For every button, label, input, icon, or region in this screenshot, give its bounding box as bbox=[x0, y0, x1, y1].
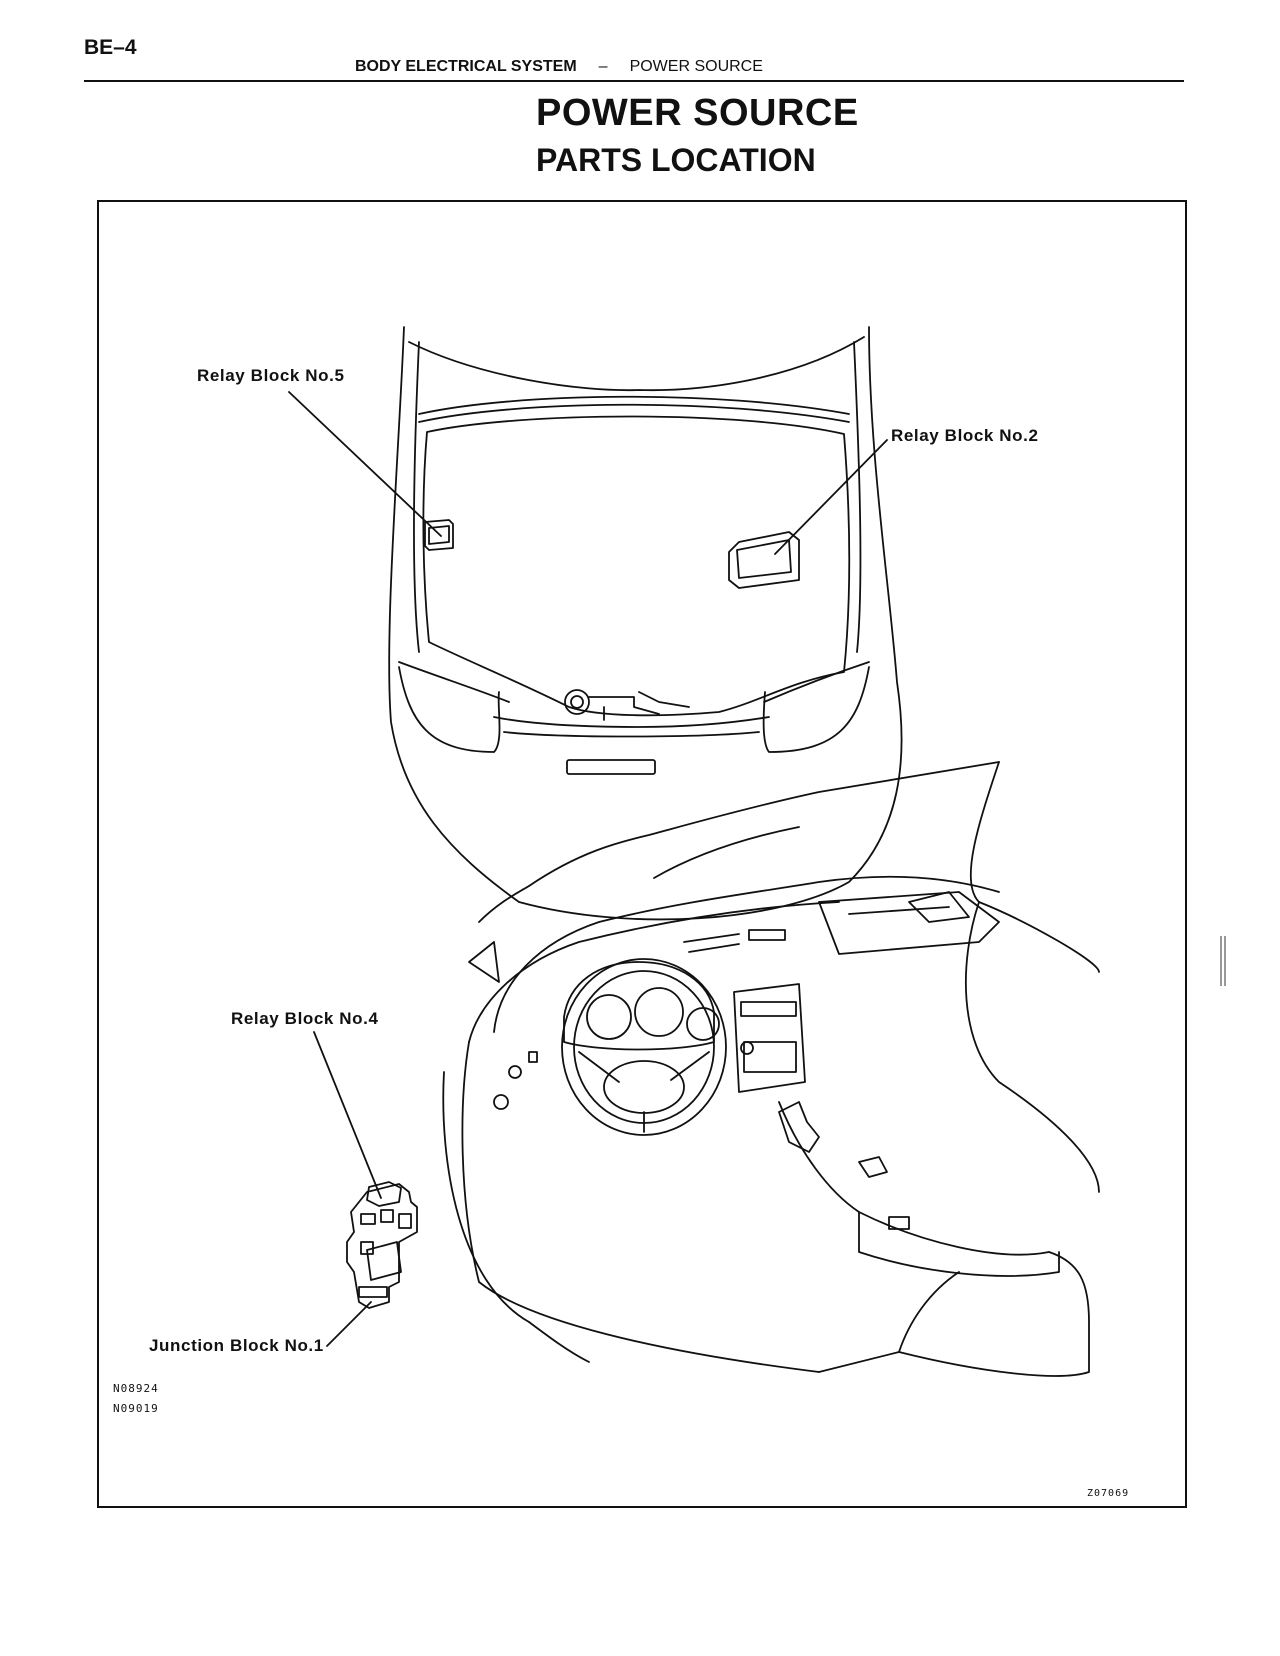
scan-artifact bbox=[1220, 936, 1228, 986]
page-subtitle: PARTS LOCATION bbox=[536, 142, 816, 178]
diagram-frame: Relay Block No.5 Relay Block No.2 Relay … bbox=[97, 200, 1187, 1508]
parts-location-illustration bbox=[288, 326, 1100, 1377]
label-relay-block-4: Relay Block No.4 bbox=[231, 1009, 379, 1028]
header-section: BODY ELECTRICAL SYSTEM bbox=[355, 58, 577, 75]
page-title: POWER SOURCE bbox=[536, 92, 859, 134]
label-relay-block-5: Relay Block No.5 bbox=[197, 366, 345, 385]
figure-code-2: N09019 bbox=[113, 1402, 159, 1415]
header-subsection: POWER SOURCE bbox=[629, 58, 763, 75]
junction-block-assembly bbox=[346, 1181, 418, 1309]
figure-code-1: N08924 bbox=[113, 1382, 159, 1395]
dashboard-drawing bbox=[313, 761, 1100, 1377]
header-rule bbox=[84, 80, 1184, 82]
running-header: BODY ELECTRICAL SYSTEM – POWER SOURCE bbox=[355, 58, 763, 76]
header-separator: – bbox=[598, 58, 608, 75]
label-relay-block-2: Relay Block No.2 bbox=[891, 426, 1039, 445]
page-code: BE–4 bbox=[84, 36, 137, 59]
engine-bay-drawing bbox=[288, 326, 903, 921]
label-junction-block-1: Junction Block No.1 bbox=[149, 1336, 324, 1355]
illustration-code: Z07069 bbox=[1087, 1488, 1130, 1499]
